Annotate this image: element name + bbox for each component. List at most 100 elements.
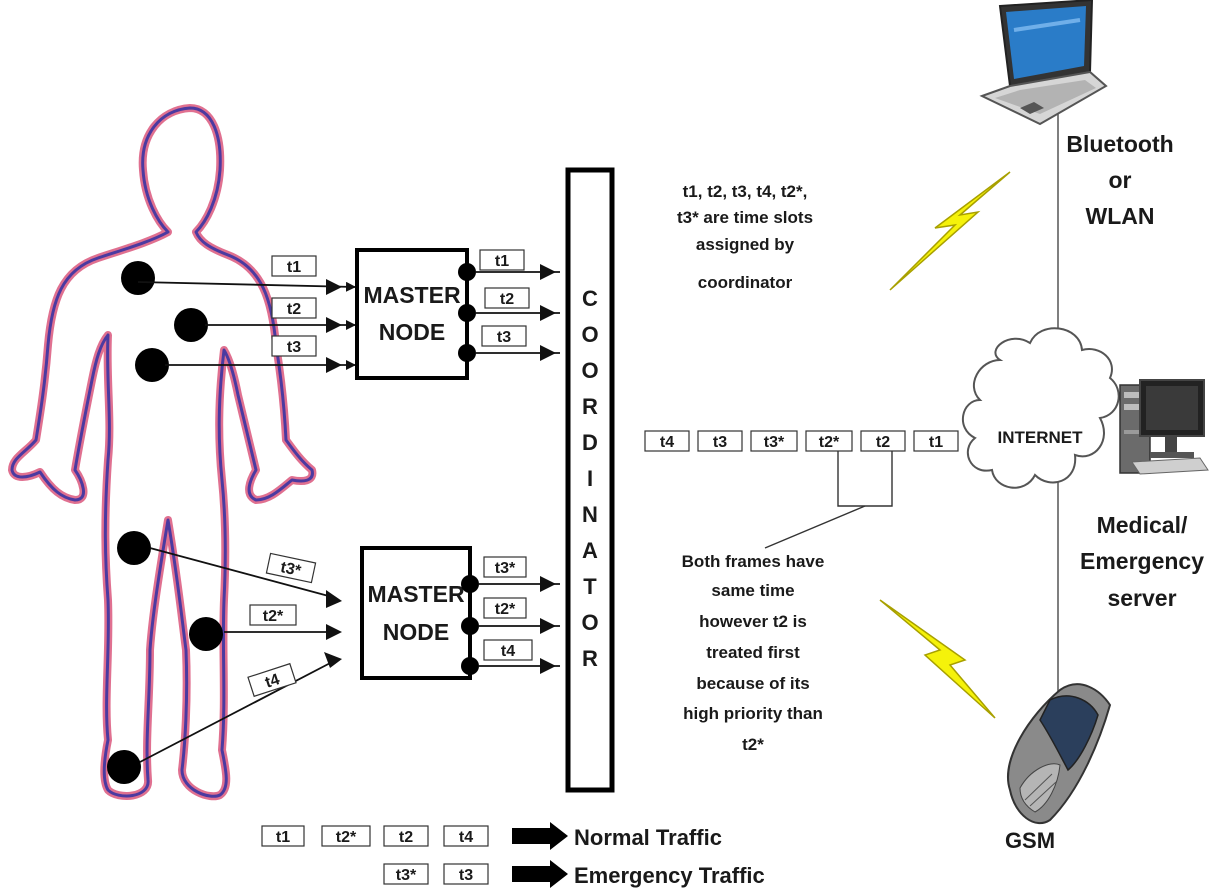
svg-text:t2*: t2* [336, 829, 357, 846]
svg-text:t2: t2 [399, 829, 413, 846]
sensor-abdomen [135, 348, 169, 382]
svg-text:NODE: NODE [379, 319, 445, 345]
lightning-icon-top [889, 171, 1011, 291]
slot-box [271, 255, 317, 277]
svg-text:however t2 is: however t2 is [699, 612, 807, 631]
coordinator-letter: R [582, 394, 598, 419]
coordinator-letter: O [581, 610, 598, 635]
svg-text:t3*: t3* [279, 559, 303, 580]
coordinator-letter: N [582, 502, 598, 527]
svg-text:treated first: treated first [706, 643, 800, 662]
coordinator-letter: O [581, 358, 598, 383]
priority-bracket [764, 451, 893, 549]
server-computer-icon [1119, 379, 1209, 475]
svg-text:t1: t1 [276, 829, 290, 846]
svg-text:or: or [1109, 167, 1132, 193]
legend-normal: t1 t2* t2 t4 Normal Traffic [261, 822, 722, 850]
svg-text:assigned by: assigned by [696, 235, 795, 254]
frame-slot: t2* [805, 430, 853, 452]
frame-slot: t1 [913, 430, 959, 452]
svg-text:Normal Traffic: Normal Traffic [574, 825, 722, 850]
lightning-icon-bottom [879, 599, 996, 719]
bottom-sensor-links [139, 547, 337, 763]
svg-text:t3*: t3* [495, 560, 516, 577]
server-label: Medical/ Emergency server [1080, 512, 1204, 611]
svg-text:t3: t3 [459, 867, 473, 884]
svg-text:t3*: t3* [396, 867, 417, 884]
svg-text:t2*: t2* [742, 735, 764, 754]
svg-text:t2*: t2* [495, 601, 516, 618]
slot-label: t2 [287, 301, 301, 318]
slot-box [271, 297, 317, 319]
svg-text:t1: t1 [929, 434, 943, 451]
coordinator-letter: A [582, 538, 598, 563]
svg-text:t1: t1 [495, 253, 509, 270]
frame-slot: t4 [644, 430, 690, 452]
frame-slot: t2 [860, 430, 906, 452]
sensor-knee [189, 617, 223, 651]
svg-text:t3: t3 [497, 329, 511, 346]
svg-text:t3: t3 [713, 434, 727, 451]
svg-text:high priority than: high priority than [683, 704, 823, 723]
frame-slot: t3 [697, 430, 743, 452]
bluetooth-label: Bluetooth or WLAN [1066, 131, 1173, 229]
svg-text:t2: t2 [500, 291, 514, 308]
svg-text:t4: t4 [263, 671, 282, 692]
top-sensor-slot-group: t1 t2 t3 [271, 255, 317, 357]
sensor-chest-left [121, 261, 155, 295]
priority-note: Both frames have same time however t2 is… [682, 552, 825, 754]
svg-text:Medical/: Medical/ [1097, 512, 1188, 538]
svg-text:t2*: t2* [819, 434, 840, 451]
svg-text:Both frames have: Both frames have [682, 552, 825, 571]
svg-text:t3*: t3* [764, 434, 785, 451]
gsm-label: GSM [1005, 828, 1055, 853]
sensor-ankle [107, 750, 141, 784]
top-sensor-links [137, 281, 356, 370]
svg-text:t1, t2, t3, t4, t2*,: t1, t2, t3, t4, t2*, [683, 182, 808, 201]
coordinator-letter: D [582, 430, 598, 455]
sensor-chest-right [174, 308, 208, 342]
svg-text:t4: t4 [501, 643, 515, 660]
frame-sequence: t4 t3 t3* t2* t2 t1 [644, 430, 959, 452]
internet-cloud-icon: INTERNET [961, 327, 1120, 489]
top-master-arrowheads [540, 264, 556, 361]
bottom-sensor-arrowheads [324, 590, 342, 668]
slot-box [271, 335, 317, 357]
svg-text:coordinator: coordinator [698, 273, 793, 292]
svg-text:MASTER: MASTER [363, 282, 461, 308]
legend-emergency: t3* t3 Emergency Traffic [383, 860, 765, 888]
svg-text:t4: t4 [660, 434, 674, 451]
svg-text:same time: same time [711, 581, 794, 600]
coordinator-letter: O [581, 322, 598, 347]
internet-label: INTERNET [998, 428, 1084, 447]
slot-label: t3 [287, 339, 301, 356]
bottom-master-slot-group: t3* t2* t4 [483, 556, 533, 661]
slot-label: t1 [287, 259, 301, 276]
time-slot-note: t1, t2, t3, t4, t2*, t3* are time slots … [677, 182, 813, 292]
svg-text:Emergency: Emergency [1080, 548, 1204, 574]
svg-text:WLAN: WLAN [1086, 203, 1155, 229]
svg-text:because of its: because of its [696, 674, 809, 693]
sensor-thigh [117, 531, 151, 565]
bottom-sensor-slot-group: t3* t2* t4 [247, 552, 317, 698]
frame-slot: t3* [750, 430, 798, 452]
svg-text:t2: t2 [876, 434, 890, 451]
top-sensor-arrowheads [326, 279, 342, 373]
body-sensors [107, 261, 223, 784]
laptop-icon [979, 0, 1108, 126]
master-node-top: MASTER NODE [355, 248, 476, 380]
svg-text:t2*: t2* [263, 608, 284, 625]
svg-text:NODE: NODE [383, 619, 449, 645]
coordinator-letter: R [582, 646, 598, 671]
svg-text:server: server [1107, 585, 1176, 611]
svg-text:t4: t4 [459, 829, 473, 846]
svg-text:Bluetooth: Bluetooth [1066, 131, 1173, 157]
bottom-master-arrowheads [540, 576, 556, 674]
gsm-phone-icon [1007, 683, 1112, 825]
human-body-outline [8, 104, 317, 801]
coordinator-letter: I [587, 466, 593, 491]
master-node-bottom: MASTER NODE [360, 546, 479, 680]
